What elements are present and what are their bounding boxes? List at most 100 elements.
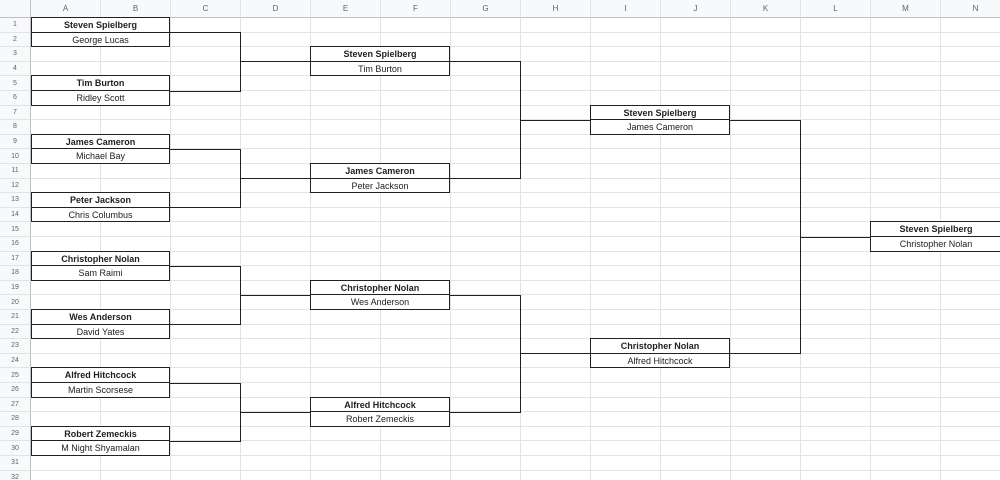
row-header-14[interactable]: 14: [0, 207, 31, 223]
column-header-h[interactable]: H: [521, 0, 591, 18]
bracket-connector: [170, 207, 241, 209]
row-header-12[interactable]: 12: [0, 178, 31, 194]
winner-cell[interactable]: Tim Burton: [32, 76, 169, 91]
loser-cell[interactable]: Tim Burton: [358, 63, 402, 74]
column-header-m[interactable]: M: [871, 0, 941, 18]
row-header-19[interactable]: 19: [0, 280, 31, 296]
winner-cell[interactable]: Steven Spielberg: [32, 18, 169, 33]
loser-cell[interactable]: Ridley Scott: [76, 92, 125, 103]
column-header-n[interactable]: N: [941, 0, 1000, 18]
loser-cell[interactable]: M Night Shyamalan: [61, 443, 140, 454]
gridline-horizontal: [31, 221, 1000, 223]
row-header-5[interactable]: 5: [0, 76, 31, 91]
row-header-32[interactable]: 32: [0, 470, 31, 480]
winner-cell[interactable]: Robert Zemeckis: [32, 427, 169, 442]
winner-cell[interactable]: Alfred Hitchcock: [311, 398, 449, 413]
row-header-31[interactable]: 31: [0, 456, 31, 471]
row-header-9[interactable]: 9: [0, 134, 31, 150]
row-header-3[interactable]: 3: [0, 47, 31, 62]
gridline-horizontal: [31, 396, 1000, 398]
select-all-corner[interactable]: [0, 0, 31, 18]
column-header-j[interactable]: J: [661, 0, 731, 18]
gridline-horizontal: [31, 206, 1000, 208]
row-header-27[interactable]: 27: [0, 397, 31, 413]
row-header-26[interactable]: 26: [0, 383, 31, 398]
row-header-20[interactable]: 20: [0, 295, 31, 310]
winner-cell[interactable]: James Cameron: [311, 164, 449, 179]
row-header-13[interactable]: 13: [0, 193, 31, 208]
row-header-17[interactable]: 17: [0, 251, 31, 267]
row-header-18[interactable]: 18: [0, 266, 31, 281]
row-header-24[interactable]: 24: [0, 353, 31, 369]
column-header-a[interactable]: A: [31, 0, 101, 18]
column-header-l[interactable]: L: [801, 0, 871, 18]
column-header-e[interactable]: E: [311, 0, 381, 18]
winner-cell[interactable]: Christopher Nolan: [32, 252, 169, 267]
winner-cell[interactable]: Steven Spielberg: [311, 47, 449, 62]
row-header-6[interactable]: 6: [0, 91, 31, 106]
row-header-4[interactable]: 4: [0, 61, 31, 77]
loser-cell[interactable]: Peter Jackson: [351, 180, 409, 191]
gridline-horizontal: [31, 382, 1000, 383]
column-header-k[interactable]: K: [731, 0, 801, 18]
row-header-25[interactable]: 25: [0, 368, 31, 383]
loser-cell[interactable]: Alfred Hitchcock: [627, 355, 693, 366]
column-header-g[interactable]: G: [451, 0, 521, 18]
winner-cell[interactable]: Wes Anderson: [32, 310, 169, 325]
row-header-7[interactable]: 7: [0, 105, 31, 121]
winner-cell[interactable]: Peter Jackson: [32, 193, 169, 208]
loser-cell[interactable]: Wes Anderson: [350, 297, 410, 308]
row-header-1[interactable]: 1: [0, 18, 31, 33]
bracket-connector: [520, 119, 591, 121]
row-header-11[interactable]: 11: [0, 164, 31, 179]
winner-cell[interactable]: Christopher Nolan: [591, 339, 729, 354]
gridline-horizontal: [31, 367, 1000, 369]
column-header-b[interactable]: B: [101, 0, 171, 18]
loser-cell[interactable]: Sam Raimi: [78, 268, 123, 279]
row-header-22[interactable]: 22: [0, 324, 31, 340]
column-header-c[interactable]: C: [171, 0, 241, 18]
row-header-29[interactable]: 29: [0, 426, 31, 442]
row-header-30[interactable]: 30: [0, 441, 31, 456]
column-header-i[interactable]: I: [591, 0, 661, 18]
row-header-15[interactable]: 15: [0, 222, 31, 237]
winner-cell[interactable]: James Cameron: [32, 135, 169, 150]
loser-cell[interactable]: Christopher Nolan: [899, 238, 973, 249]
loser-cell[interactable]: Chris Columbus: [68, 209, 133, 220]
row-header-2[interactable]: 2: [0, 32, 31, 48]
loser-cell[interactable]: David Yates: [76, 326, 125, 337]
row-header-28[interactable]: 28: [0, 412, 31, 427]
winner-cell[interactable]: Alfred Hitchcock: [32, 368, 169, 383]
row-header-16[interactable]: 16: [0, 237, 31, 252]
loser-cell[interactable]: Martin Scorsese: [67, 384, 134, 395]
loser-cell[interactable]: James Cameron: [626, 122, 694, 133]
winner-cell[interactable]: Steven Spielberg: [871, 222, 1000, 237]
column-header-f[interactable]: F: [381, 0, 451, 18]
loser-cell[interactable]: George Lucas: [72, 34, 129, 45]
winner-cell[interactable]: Christopher Nolan: [311, 281, 449, 296]
winner-cell[interactable]: Steven Spielberg: [591, 106, 729, 121]
row-header-21[interactable]: 21: [0, 310, 31, 325]
row-header-8[interactable]: 8: [0, 120, 31, 135]
row-header-10[interactable]: 10: [0, 149, 31, 164]
loser-cell[interactable]: Michael Bay: [75, 151, 126, 162]
row-header-23[interactable]: 23: [0, 339, 31, 354]
loser-cell[interactable]: Robert Zemeckis: [345, 414, 415, 425]
column-header-d[interactable]: D: [241, 0, 311, 18]
